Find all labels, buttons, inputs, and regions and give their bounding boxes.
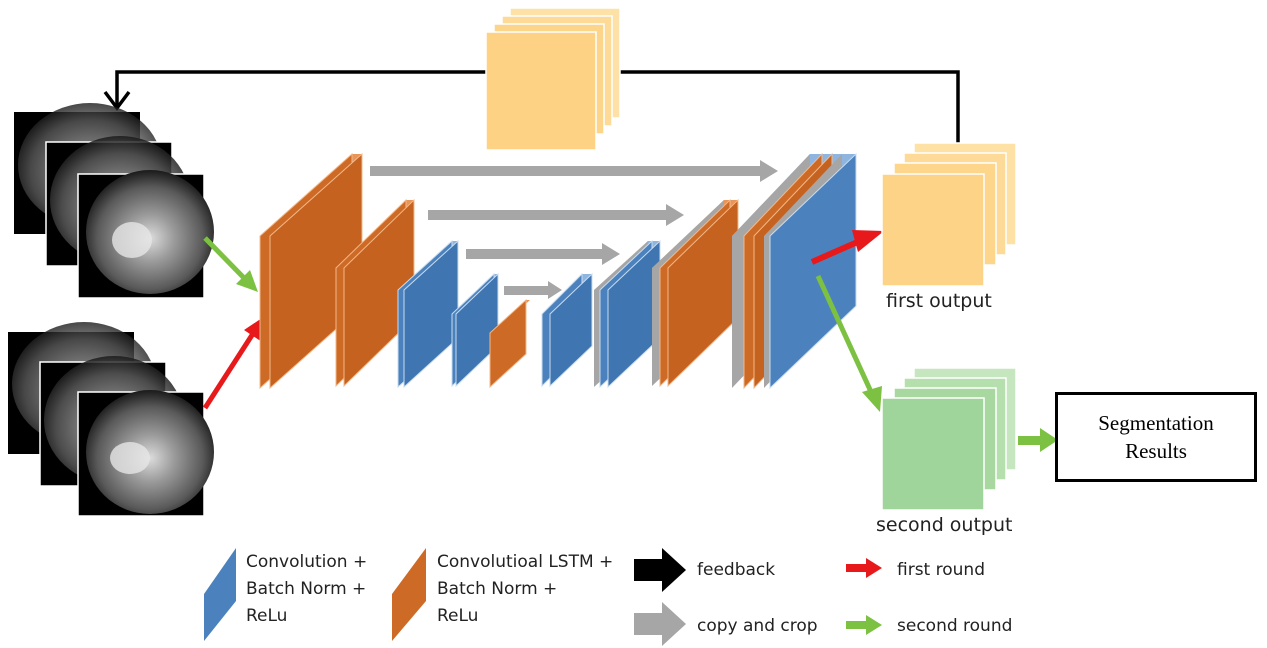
output-arrow-second-round xyxy=(815,274,882,412)
legend-conv-lstm-swatch xyxy=(392,548,426,641)
second-output-stack xyxy=(881,367,1017,511)
decoder-layers xyxy=(541,152,857,390)
second-output-label: second output xyxy=(876,514,1012,536)
legend-conv-line1: Convolution + xyxy=(246,552,367,572)
mri-slice-stack-top xyxy=(14,103,214,299)
segmentation-results-line2: Results xyxy=(1125,439,1187,463)
feedback-arrow-icon xyxy=(634,548,686,592)
legend-conv-lstm-line1: Convolutioal LSTM + xyxy=(437,552,613,572)
first-round-arrow-icon xyxy=(846,558,882,578)
segmentation-results-line1: Segmentation xyxy=(1098,411,1214,435)
segmentation-results-box: Segmentation Results xyxy=(1055,392,1257,482)
first-output-stack xyxy=(881,142,1017,287)
legend-copy-crop-label: copy and crop xyxy=(697,616,818,636)
legend-conv-line3: ReLu xyxy=(246,606,287,626)
first-output-label: first output xyxy=(886,290,992,312)
legend-conv-lstm-line3: ReLu xyxy=(437,606,478,626)
legend-first-round-label: first round xyxy=(897,560,985,580)
legend-conv-swatch xyxy=(204,548,236,641)
second-round-arrow-icon xyxy=(846,615,882,635)
legend: Convolution + Batch Norm + ReLu Convolut… xyxy=(204,548,1012,646)
segmentation-arrow xyxy=(1018,428,1058,452)
output-arrow-first-round xyxy=(810,230,884,265)
input-arrow-first-round xyxy=(202,318,262,410)
legend-feedback-label: feedback xyxy=(697,560,775,580)
mri-slice-stack-bottom xyxy=(8,322,214,517)
input-arrow-second-round xyxy=(203,236,258,292)
copy-crop-arrows xyxy=(370,160,778,299)
encoder-layers xyxy=(259,152,530,390)
copy-crop-arrow-icon xyxy=(634,602,686,646)
legend-conv-lstm-line2: Batch Norm + xyxy=(437,579,557,599)
legend-second-round-label: second round xyxy=(897,616,1012,636)
legend-conv-line2: Batch Norm + xyxy=(246,579,366,599)
feedback-feature-stack xyxy=(485,7,621,151)
